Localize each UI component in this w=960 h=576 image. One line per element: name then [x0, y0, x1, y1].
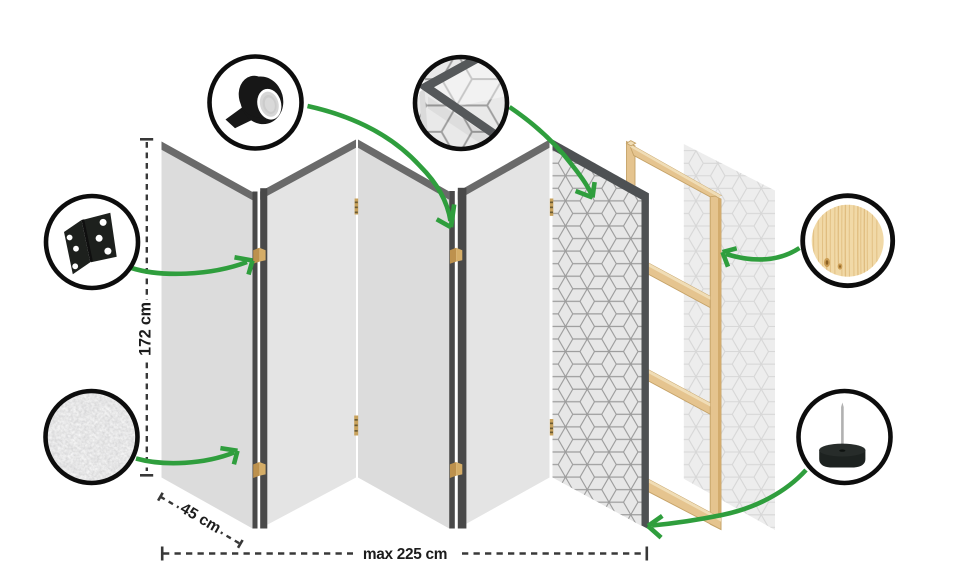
svg-text:172 cm: 172 cm — [137, 302, 155, 356]
svg-text:max 225 cm: max 225 cm — [363, 546, 447, 563]
